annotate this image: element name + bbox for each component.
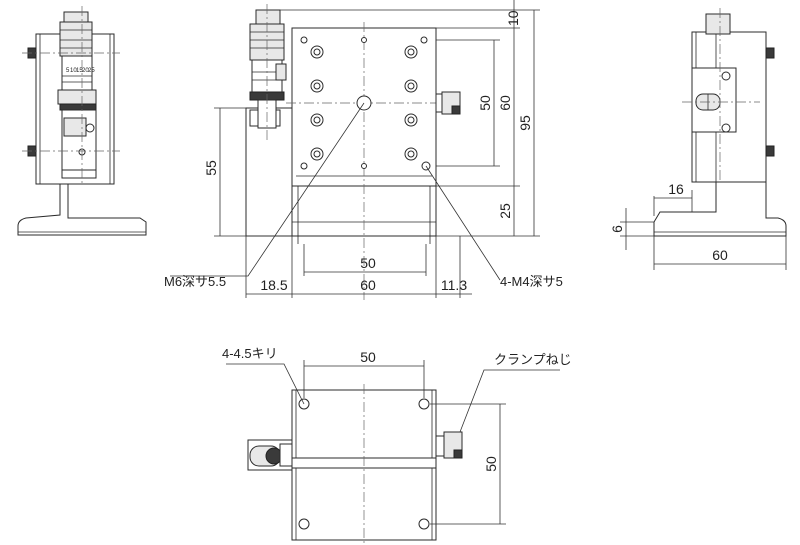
dim-low-25: 25 <box>497 203 513 219</box>
dim-width-60: 60 <box>360 277 376 293</box>
dim-height-55: 55 <box>203 160 219 176</box>
dim-side-6: 6 <box>609 225 625 233</box>
note-mount-holes: 4-4.5キリ <box>222 346 278 361</box>
bottom-clamp-screw <box>435 435 445 457</box>
note-m6-hole: M6深サ5.5 <box>164 274 226 289</box>
dim-side-60: 60 <box>712 247 728 263</box>
dim-width-50: 50 <box>360 255 376 271</box>
bottom-view: 50 50 4-4.5キリ クランプねじ <box>222 346 572 544</box>
m4-hole-grid <box>300 36 431 171</box>
right-screw-bottom <box>765 145 775 157</box>
mount-hole-br <box>418 518 430 530</box>
scale-label-10: 10 <box>70 68 77 74</box>
dim-side-16: 16 <box>668 181 684 197</box>
dim-offset-18-5: 18.5 <box>260 277 287 293</box>
front-micrometer-head <box>255 9 281 25</box>
right-side-view: 16 6 60 <box>609 8 787 270</box>
scale-label-20: 20 <box>82 68 89 74</box>
left-clamp-block <box>63 117 87 137</box>
scale-label-15: 15 <box>76 68 83 74</box>
dim-total-95: 95 <box>517 115 533 131</box>
dim-offset-11-3: 11.3 <box>441 277 467 293</box>
right-screw-top <box>765 47 775 59</box>
scale-label-5: 5 <box>66 68 70 74</box>
right-base-foot <box>653 181 787 237</box>
scale-label-25: 25 <box>88 68 95 74</box>
front-dimensions: 10 50 60 95 25 55 50 60 18.5 11.3 M6深サ5.… <box>164 0 563 298</box>
front-clamp-screw <box>435 93 443 113</box>
dim-inner-50: 50 <box>477 95 493 111</box>
mount-hole-tr <box>418 398 430 410</box>
dim-top-10: 10 <box>505 10 521 26</box>
micrometer-scale: 5 10 15 20 25 <box>66 68 95 74</box>
note-m4-holes: 4-M4深サ5 <box>500 274 563 289</box>
note-clamp-screw: クランプねじ <box>494 352 572 367</box>
left-base-foot <box>17 181 147 236</box>
dim-bottom-50-width: 50 <box>360 349 376 365</box>
left-side-view: 5 10 15 20 25 <box>17 6 147 236</box>
dim-bottom-50-height: 50 <box>483 456 499 472</box>
dim-inner-60: 60 <box>497 95 513 111</box>
mount-hole-bl <box>298 518 310 530</box>
front-view <box>245 4 461 300</box>
